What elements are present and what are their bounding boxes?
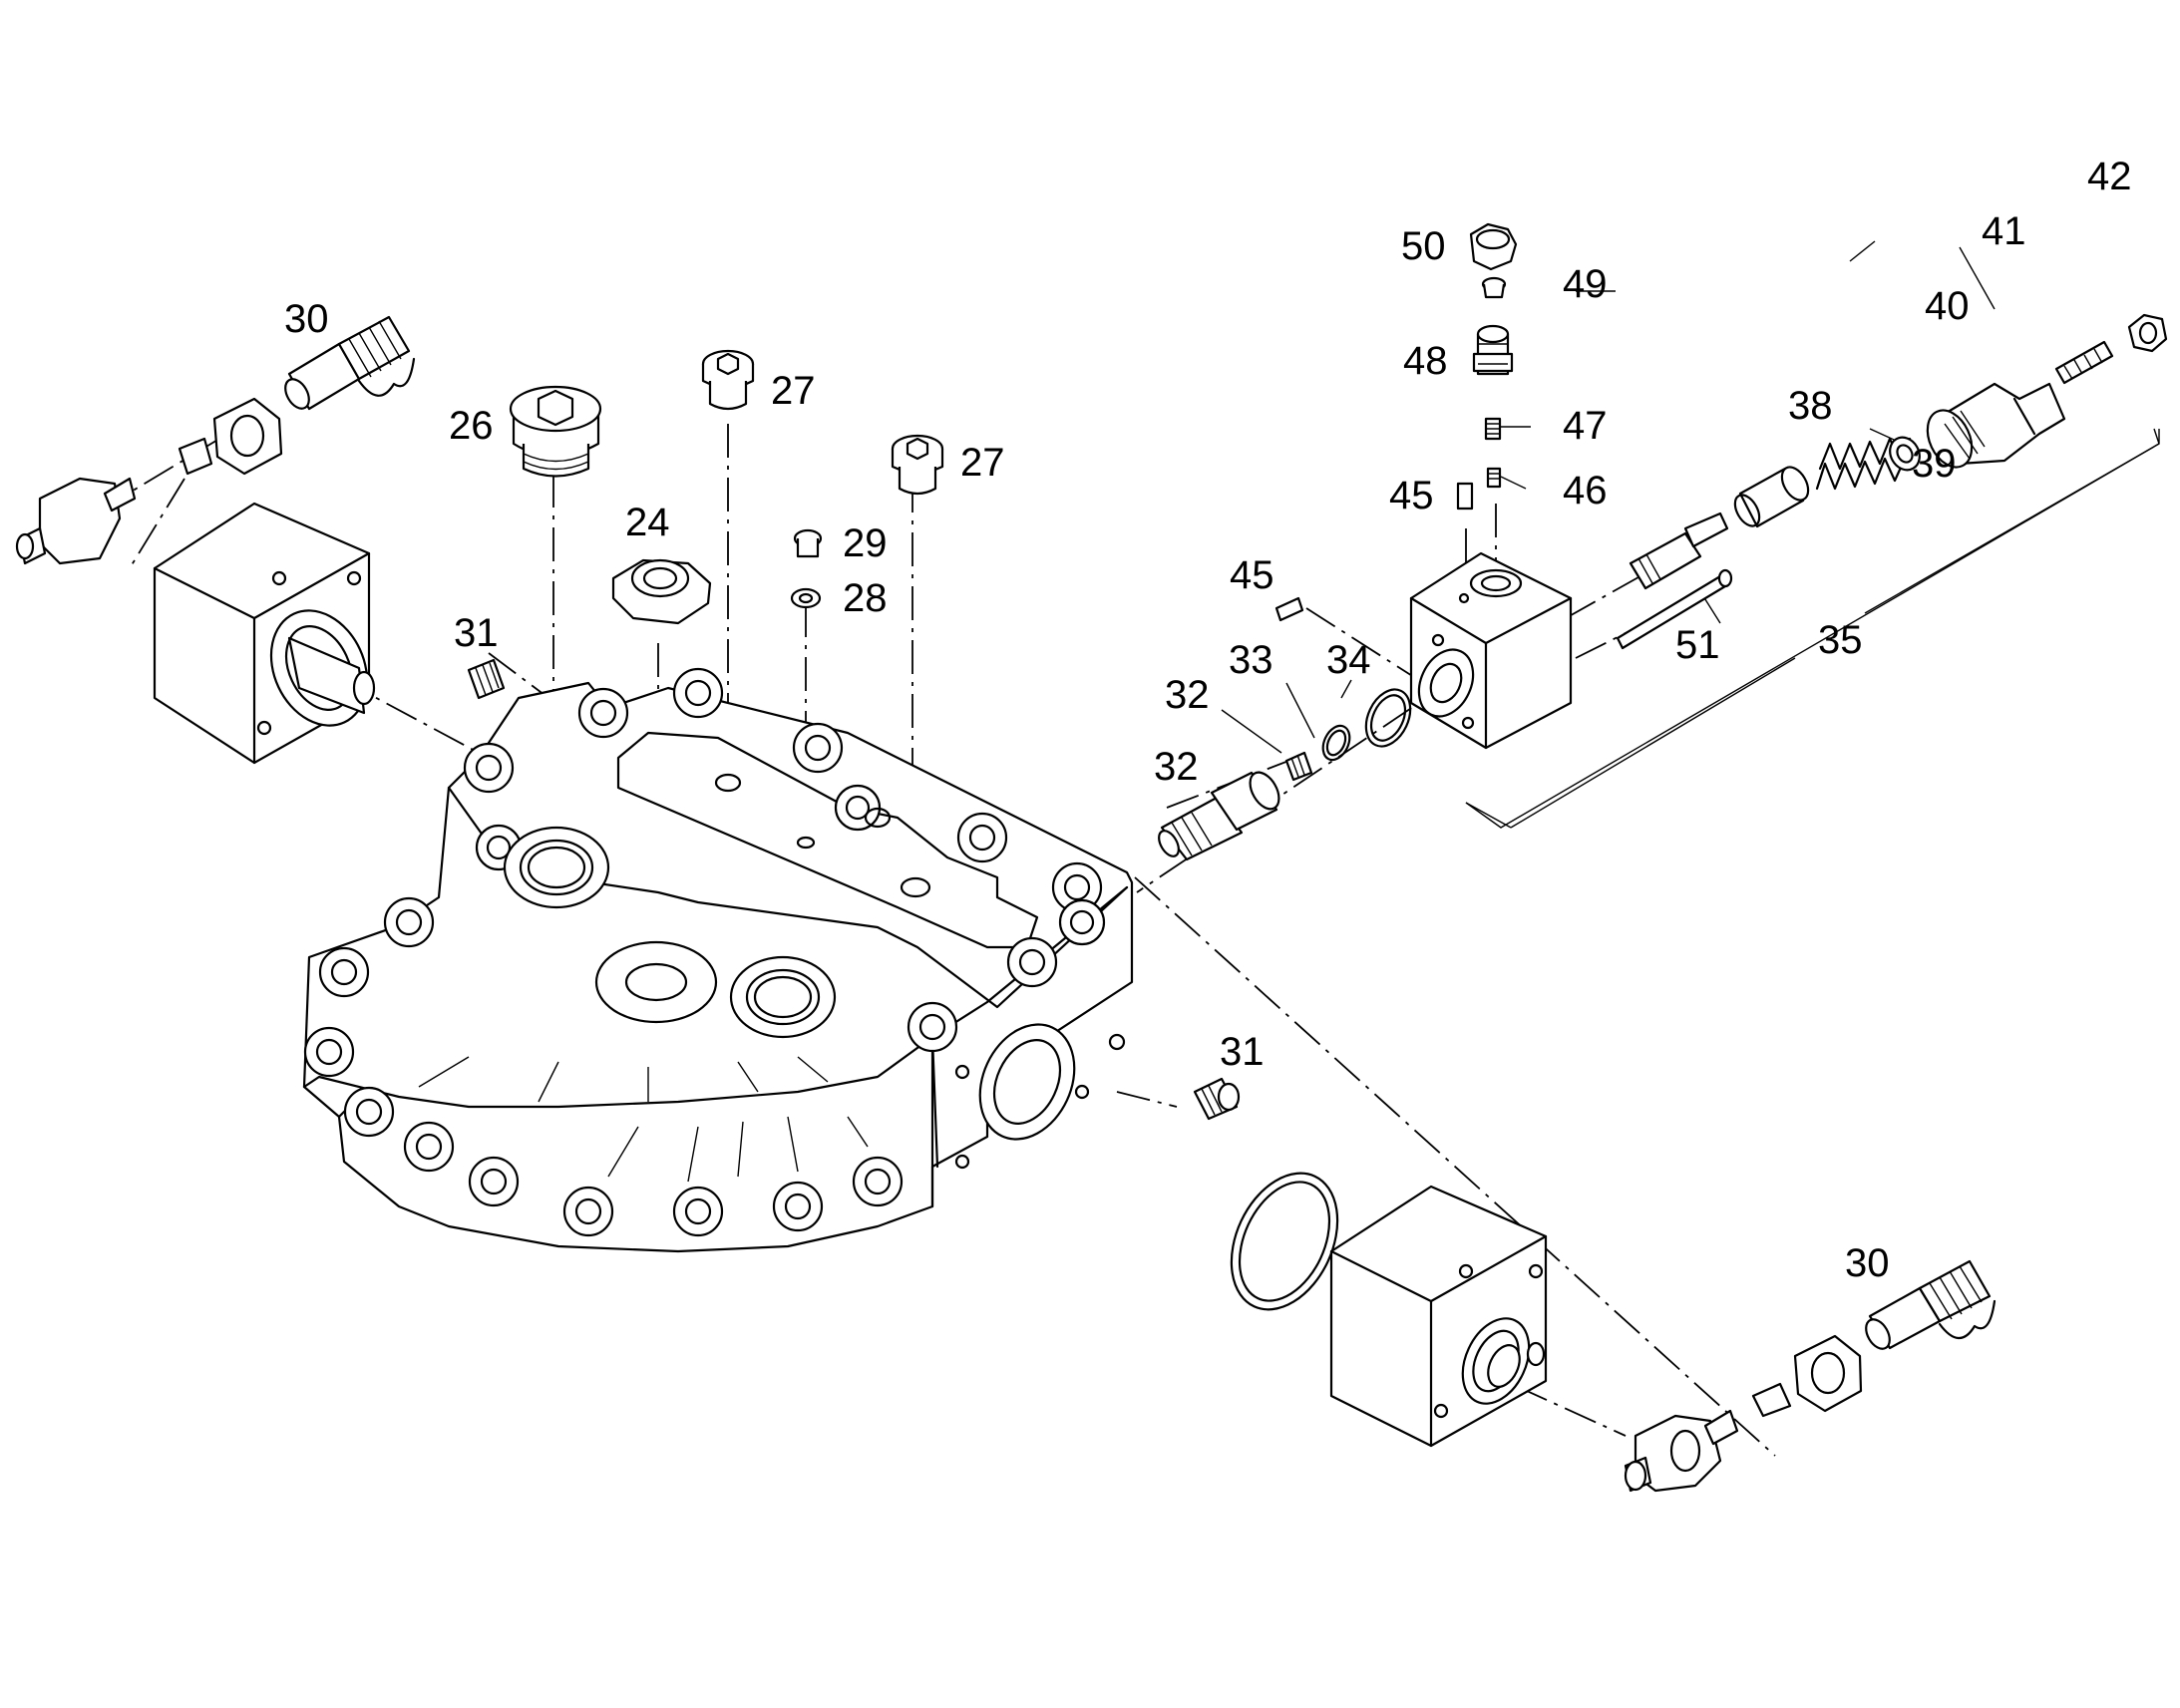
label-35: 35: [1818, 618, 1863, 662]
label-31-lower: 31: [1220, 1030, 1265, 1074]
right-fitting-assembly: [1624, 1259, 1997, 1493]
left-fitting-assembly: [15, 315, 416, 565]
label-28: 28: [843, 576, 888, 620]
label-41: 41: [1982, 209, 2026, 253]
label-46: 46: [1563, 469, 1608, 512]
label-32-upper: 32: [1165, 673, 1210, 717]
label-38: 38: [1788, 384, 1833, 428]
lower-flange-block: [1230, 1172, 1548, 1448]
plugs-and-nuts: [467, 349, 944, 700]
label-33: 33: [1229, 638, 1273, 682]
label-27-left: 27: [771, 369, 816, 413]
label-32-lower: 32: [1154, 745, 1199, 789]
label-42: 42: [2087, 155, 2132, 198]
label-27-right: 27: [960, 441, 1005, 485]
label-39: 39: [1912, 442, 1957, 486]
label-34: 34: [1326, 638, 1371, 682]
label-29: 29: [843, 521, 888, 565]
label-50: 50: [1401, 224, 1446, 268]
valve-parts: [1158, 222, 2168, 861]
pump-housing: [302, 667, 1134, 1253]
valve-block: [1409, 551, 1573, 750]
label-49: 49: [1563, 262, 1608, 306]
label-45-upper: 45: [1389, 474, 1434, 517]
label-31-upper: 31: [454, 611, 499, 655]
label-26: 26: [449, 404, 494, 448]
label-47: 47: [1563, 404, 1608, 448]
label-48: 48: [1403, 339, 1448, 383]
callout-labels: 30 26 27 27 24 29 28 31 31 50 49 48 47 4…: [284, 155, 2132, 1285]
bolt-bosses: [303, 667, 1106, 1237]
label-30-upper: 30: [284, 297, 329, 341]
label-51: 51: [1675, 623, 1720, 667]
label-40: 40: [1925, 284, 1970, 328]
lower-set-screw: [1193, 1077, 1241, 1121]
left-flange-block: [153, 502, 376, 765]
assembly-bracket: [1465, 429, 2160, 829]
label-24: 24: [625, 501, 670, 544]
label-45-lower: 45: [1230, 553, 1274, 597]
label-30-lower: 30: [1845, 1241, 1890, 1285]
